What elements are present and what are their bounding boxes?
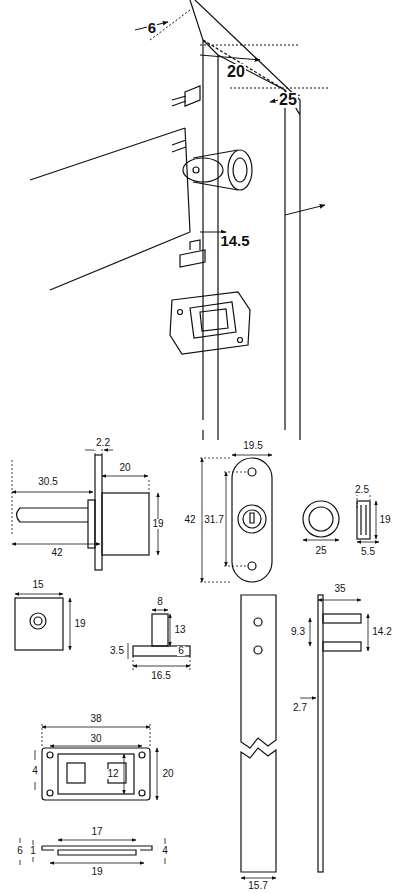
dimension-lines xyxy=(135,10,330,232)
dimension-label: 6 xyxy=(16,846,24,856)
dimension-label: 1 xyxy=(29,846,37,856)
lock-front-view xyxy=(200,455,379,582)
dimension-label: 31.7 xyxy=(203,515,224,525)
strike-profile xyxy=(20,838,165,865)
dimension-label: 30.5 xyxy=(37,477,58,487)
dimension-label: 20 xyxy=(118,463,131,473)
dimension-label: 12 xyxy=(106,769,119,779)
dimension-label: 42 xyxy=(50,548,63,558)
lock-side-view xyxy=(12,440,158,570)
dimension-label: 35 xyxy=(333,584,346,594)
dimension-label: 9.3 xyxy=(290,627,306,637)
dimension-label: 25 xyxy=(314,546,327,556)
dimension-label: 42 xyxy=(183,515,196,525)
dimension-label: 6 xyxy=(147,20,157,35)
dimension-label: 3.5 xyxy=(109,646,125,656)
dimension-label: 13 xyxy=(173,625,186,635)
square-bush xyxy=(15,594,70,650)
dimension-label: 6 xyxy=(177,646,185,656)
dimension-label: 25 xyxy=(278,92,298,108)
dimension-label: 5.5 xyxy=(360,547,376,557)
dimension-label: 2.7 xyxy=(292,703,308,713)
dimension-label: 14.2 xyxy=(371,627,392,637)
locking-bar xyxy=(241,595,368,878)
strike-plate xyxy=(35,724,157,800)
dimension-label: 4 xyxy=(161,846,169,856)
dimension-label: 38 xyxy=(89,714,102,724)
dimension-label: 19 xyxy=(378,515,391,525)
dimension-label: 19 xyxy=(73,619,86,629)
dimension-label: 17 xyxy=(90,827,103,837)
dimension-label: 15.7 xyxy=(247,881,268,891)
cam-t-piece xyxy=(128,610,190,670)
dimension-label: 2.5 xyxy=(354,485,370,495)
dimension-label: 19 xyxy=(90,867,103,877)
dimension-label: 19.5 xyxy=(242,441,263,451)
dimension-label: 15 xyxy=(31,580,44,590)
dimension-label: 16.5 xyxy=(150,671,171,681)
dimension-label: 4 xyxy=(31,766,39,776)
dimension-label: 19 xyxy=(151,519,164,529)
dimension-label: 20 xyxy=(161,769,174,779)
dimension-label: 20 xyxy=(226,64,246,80)
dimension-label: 30 xyxy=(89,734,102,744)
dimension-label: 8 xyxy=(156,597,164,607)
dimension-label: 14.5 xyxy=(219,233,250,248)
cabinet-illustration xyxy=(30,0,300,440)
dimension-label: 2.2 xyxy=(95,438,111,448)
